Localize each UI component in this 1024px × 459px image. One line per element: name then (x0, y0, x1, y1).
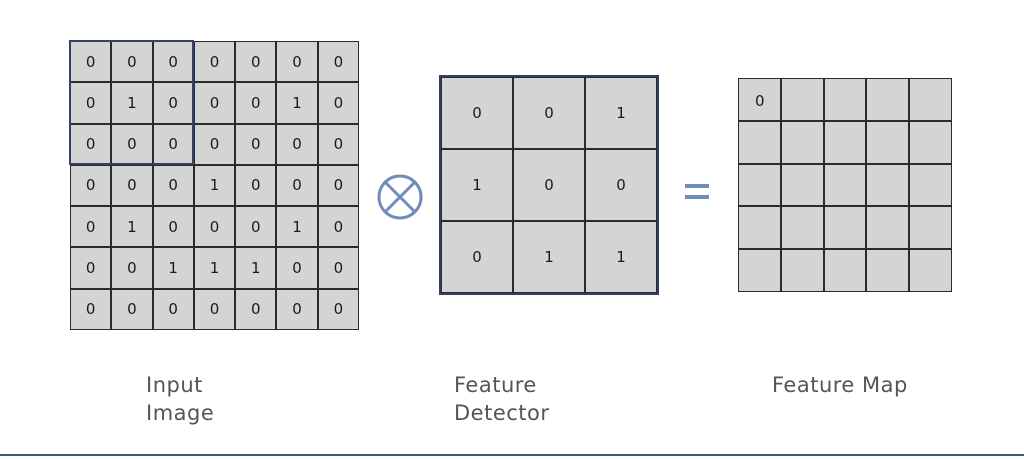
grid-cell: 0 (152, 288, 194, 330)
grid-cell: 0 (235, 82, 277, 124)
grid-cell: 0 (70, 41, 112, 83)
grid-cell: 0 (111, 247, 153, 289)
grid-cell: 0 (70, 288, 112, 330)
grid-cell: 0 (317, 164, 359, 207)
grid-cell: 1 (513, 221, 585, 293)
grid-cell: 0 (193, 41, 236, 83)
grid-cell: 0 (513, 149, 585, 221)
grid-cell: 0 (193, 206, 236, 248)
grid-cell (738, 120, 781, 164)
grid-cell (866, 163, 910, 207)
grid-cell (909, 120, 952, 164)
grid-cell: 0 (152, 123, 194, 165)
bottom-divider (0, 454, 1024, 456)
grid-cell: 0 (276, 247, 318, 289)
grid-cell: 0 (317, 247, 359, 289)
grid-cell: 1 (235, 247, 277, 289)
grid-cell: 0 (317, 41, 359, 83)
grid-cell: 0 (70, 247, 112, 289)
grid-cell (738, 249, 781, 292)
grid-cell (823, 120, 867, 164)
grid-cell: 1 (152, 247, 194, 289)
grid-cell: 0 (276, 123, 318, 165)
grid-cell (909, 163, 952, 207)
grid-cell: 0 (152, 164, 194, 207)
grid-cell: 1 (111, 82, 153, 124)
grid-cell: 0 (111, 123, 153, 165)
grid-cell: 0 (738, 78, 781, 121)
grid-cell: 0 (513, 77, 585, 149)
grid-cell: 0 (235, 206, 277, 248)
grid-cell: 0 (235, 288, 277, 330)
grid-cell (866, 78, 910, 121)
feature-map-label: Feature Map (772, 371, 908, 399)
grid-cell (823, 206, 867, 250)
grid-cell: 0 (111, 288, 153, 330)
grid-cell: 0 (585, 149, 657, 221)
grid-cell: 1 (585, 77, 657, 149)
grid-cell: 0 (235, 164, 277, 207)
circled-times-icon (377, 174, 423, 220)
grid-cell (780, 163, 824, 207)
grid-cell: 1 (193, 164, 236, 207)
input-image-label-line2: Image (146, 401, 215, 425)
input-image-label-line1: Input (146, 373, 203, 397)
grid-cell: 0 (235, 123, 277, 165)
grid-cell: 1 (276, 82, 318, 124)
grid-cell: 0 (317, 288, 359, 330)
grid-cell: 0 (152, 82, 194, 124)
grid-cell (780, 120, 824, 164)
grid-cell: 0 (70, 82, 112, 124)
grid-cell (823, 249, 867, 292)
grid-cell (780, 249, 824, 292)
grid-cell: 0 (193, 82, 236, 124)
grid-cell (909, 206, 952, 250)
grid-cell: 1 (276, 206, 318, 248)
grid-cell: 0 (193, 288, 236, 330)
feature-detector-label-line1: Feature (454, 373, 537, 397)
grid-cell: 0 (276, 288, 318, 330)
grid-cell (823, 163, 867, 207)
grid-cell (866, 249, 910, 292)
grid-cell: 0 (276, 41, 318, 83)
grid-cell (909, 78, 952, 121)
grid-cell (780, 206, 824, 250)
grid-cell (738, 206, 781, 250)
grid-cell: 0 (70, 164, 112, 207)
feature-detector-label-line2: Detector (454, 401, 550, 425)
grid-cell: 0 (317, 82, 359, 124)
grid-cell: 0 (152, 41, 194, 83)
grid-cell: 0 (235, 41, 277, 83)
grid-cell: 0 (70, 123, 112, 165)
grid-cell: 1 (111, 206, 153, 248)
grid-cell: 0 (276, 164, 318, 207)
grid-cell: 0 (441, 77, 513, 149)
input-image-label: Input Image (146, 371, 214, 427)
equals-icon (685, 184, 709, 199)
grid-cell (909, 249, 952, 292)
feature-map-label-line1: Feature Map (772, 373, 908, 397)
grid-cell (738, 163, 781, 207)
grid-cell: 0 (70, 206, 112, 248)
grid-cell (866, 206, 910, 250)
grid-cell: 0 (111, 41, 153, 83)
grid-cell: 0 (193, 123, 236, 165)
grid-cell: 1 (441, 149, 513, 221)
grid-cell (780, 78, 824, 121)
grid-cell: 0 (317, 123, 359, 165)
grid-cell: 0 (111, 164, 153, 207)
grid-cell: 1 (585, 221, 657, 293)
grid-cell: 0 (317, 206, 359, 248)
grid-cell: 0 (441, 221, 513, 293)
grid-cell: 1 (193, 247, 236, 289)
grid-cell: 0 (152, 206, 194, 248)
grid-cell (823, 78, 867, 121)
feature-map-grid: 0 (738, 78, 952, 292)
grid-cell (866, 120, 910, 164)
feature-detector-label: Feature Detector (454, 371, 550, 427)
